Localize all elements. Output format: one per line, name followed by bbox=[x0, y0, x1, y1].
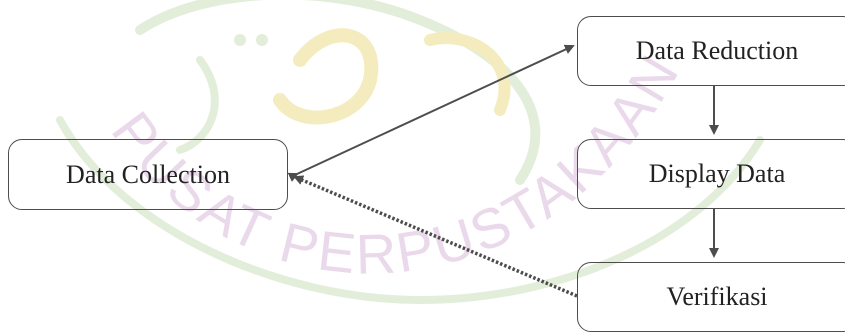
verifikasi-label: Verifikasi bbox=[666, 282, 768, 311]
display-data-label: Display Data bbox=[648, 159, 786, 188]
data-collection-node: Data Collection bbox=[8, 139, 288, 210]
display-data-node: Display Data bbox=[577, 139, 845, 209]
collection-reduction-arrow bbox=[287, 44, 575, 182]
data-collection-label: Data Collection bbox=[66, 159, 230, 189]
verifikasi-collection-dotted-arrow bbox=[293, 175, 578, 298]
verifikasi-node: Verifikasi bbox=[577, 262, 845, 332]
data-reduction-label: Data Reduction bbox=[635, 36, 799, 65]
data-reduction-node: Data Reduction bbox=[577, 16, 845, 86]
